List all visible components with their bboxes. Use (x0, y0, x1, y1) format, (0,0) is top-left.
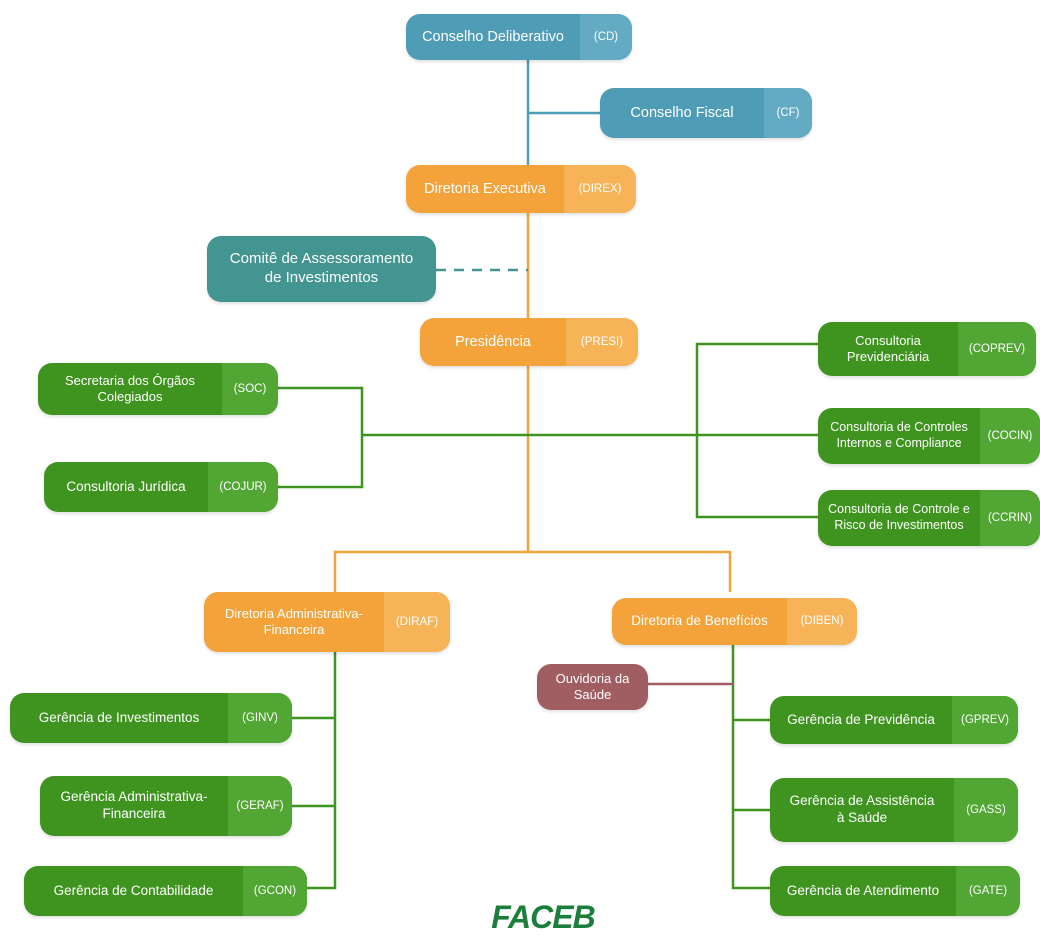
node-label: Ouvidoria da Saúde (555, 670, 630, 702)
node-conselho-deliberativo: Conselho Deliberativo (CD) (406, 14, 632, 60)
node-gate: Gerência de Atendimento (GATE) (770, 866, 1020, 916)
node-label: Consultoria Jurídica (66, 478, 186, 494)
node-code: (DIBEN) (787, 598, 857, 645)
node-code: (GPREV) (952, 696, 1018, 744)
line-soc-cojur (278, 386, 364, 489)
node-coprev: Consultoria Previdenciária (COPREV) (818, 322, 1036, 376)
node-label: Diretoria Administrativa- Financeira (225, 605, 363, 637)
node-code: (GATE) (956, 866, 1020, 916)
node-label: Consultoria Previdenciária (846, 332, 930, 364)
node-label: Gerência de Contabilidade (53, 882, 214, 898)
node-code: (COPREV) (958, 322, 1036, 376)
node-code: (CD) (580, 14, 632, 60)
node-label: Consultoria de Controles Internos e Comp… (830, 420, 968, 450)
node-conselho-fiscal: Conselho Fiscal (CF) (600, 88, 812, 138)
node-geraf: Gerência Administrativa- Financeira (GER… (40, 776, 292, 836)
node-label: Comitê de Assessoramento de Investimento… (229, 250, 414, 286)
node-diraf: Diretoria Administrativa- Financeira (DI… (204, 592, 450, 652)
node-diben: Diretoria de Benefícios (DIBEN) (612, 598, 857, 645)
line-coprev-ccrin (695, 342, 818, 519)
node-code: (PRESI) (566, 318, 638, 366)
node-code: (GCON) (243, 866, 307, 916)
node-code: (CCRIN) (980, 490, 1040, 546)
node-code: (CF) (764, 88, 812, 138)
line-diben-units (731, 645, 770, 890)
line-split (333, 550, 732, 592)
node-label: Presidência (455, 333, 531, 350)
node-label: Diretoria Executiva (424, 180, 546, 197)
node-soc: Secretaria dos Órgãos Colegiados (SOC) (38, 363, 278, 415)
node-code: (DIRAF) (384, 592, 450, 652)
node-label: Gerência de Previdência (787, 711, 935, 727)
node-label: Conselho Fiscal (630, 104, 734, 121)
node-comite-investimentos: Comitê de Assessoramento de Investimento… (207, 236, 436, 302)
node-code: (GINV) (228, 693, 292, 743)
faceb-logo: FACEB (491, 899, 595, 935)
node-label: Conselho Deliberativo (422, 28, 564, 45)
node-code: (SOC) (222, 363, 278, 415)
node-ouvidoria-saude: Ouvidoria da Saúde (537, 664, 648, 710)
node-label: Secretaria dos Órgãos Colegiados (64, 372, 196, 404)
node-ginv: Gerência de Investimentos (GINV) (10, 693, 292, 743)
node-cocin: Consultoria de Controles Internos e Comp… (818, 408, 1040, 464)
node-label: Gerência de Assistência à Saúde (789, 793, 935, 825)
node-presidencia: Presidência (PRESI) (420, 318, 638, 366)
node-label: Gerência de Investimentos (38, 709, 200, 725)
node-code: (GASS) (954, 778, 1018, 842)
node-gcon: Gerência de Contabilidade (GCON) (24, 866, 307, 916)
line-diraf-units (307, 652, 337, 890)
node-label: Diretoria de Benefícios (631, 613, 768, 629)
node-label: Consultoria de Controle e Risco de Inves… (828, 502, 970, 532)
node-diretoria-executiva: Diretoria Executiva (DIREX) (406, 165, 636, 213)
node-gprev: Gerência de Previdência (GPREV) (770, 696, 1018, 744)
node-cojur: Consultoria Jurídica (COJUR) (44, 462, 278, 512)
node-code: (DIREX) (564, 165, 636, 213)
node-label: Gerência Administrativa- Financeira (60, 789, 208, 821)
node-gass: Gerência de Assistência à Saúde (GASS) (770, 778, 1018, 842)
node-code: (COJUR) (208, 462, 278, 512)
node-code: (COCIN) (980, 408, 1040, 464)
node-code: (GERAF) (228, 776, 292, 836)
node-label: Gerência de Atendimento (786, 882, 940, 898)
node-ccrin: Consultoria de Controle e Risco de Inves… (818, 490, 1040, 546)
